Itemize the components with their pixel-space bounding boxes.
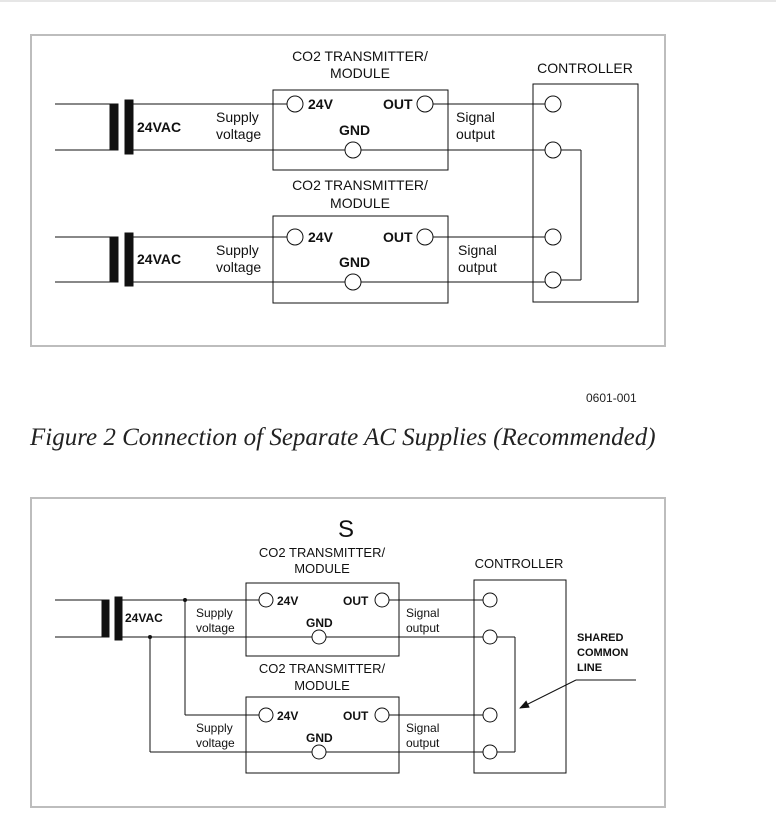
module-box-3 [245,582,400,657]
signal-1-line2: output [456,126,495,142]
controller-2-terminal-4 [482,744,498,760]
transformer-1 [55,99,134,155]
terminal-24v-3-label: 24V [277,594,298,608]
terminal-24v-4-label: 24V [277,709,298,723]
controller-terminal-2 [544,141,562,159]
terminal-out-2 [416,228,434,246]
figure-reference-code: 0601-001 [586,391,637,405]
figure-2-frame [30,497,666,808]
stray-mark: S [338,516,354,543]
figure-caption: Figure 2 Connection of Separate AC Suppl… [30,424,656,451]
terminal-out-4 [374,707,390,723]
supply-3-line1: Supply [196,606,233,620]
figure-1-frame [30,34,666,347]
controller-terminal-1 [544,95,562,113]
signal-3-line1: Signal [406,606,439,620]
figure-1-separate-supplies [30,34,666,347]
terminal-gnd-2 [344,273,362,291]
supply-3-line2: voltage [196,621,235,635]
terminal-out-1 [416,95,434,113]
module-box-4 [245,696,400,774]
terminal-gnd-4 [311,744,327,760]
controller-2-title: CONTROLLER [475,556,564,571]
terminal-out-4-label: OUT [343,709,369,723]
controller-box [532,83,639,303]
shared-common-line3: LINE [577,662,602,674]
module-4-title-line2: MODULE [294,678,350,693]
terminal-out-3-label: OUT [343,594,369,608]
terminal-24v-1 [286,95,304,113]
controller-terminal-4 [544,271,562,289]
signal-3-line2: output [406,621,440,635]
module-box-2 [272,215,449,304]
figure-2-labels: S CO2 TRANSMITTER/ MODULE CONTROLLER 24V… [125,516,628,750]
module-1-title-line2: MODULE [330,65,390,81]
terminal-gnd-4-label: GND [306,731,333,745]
controller-2-terminal-2 [482,629,498,645]
terminal-24v-3 [258,592,274,608]
transformer-shared [55,596,123,641]
terminal-out-2-label: OUT [383,229,413,245]
figure-1-labels: CO2 TRANSMITTER/ MODULE CONTROLLER 24VAC… [137,48,633,275]
module-3-title-line1: CO2 TRANSMITTER/ [259,545,386,560]
top-divider [0,0,776,2]
signal-2-line2: output [458,259,497,275]
terminal-gnd-3-label: GND [306,616,333,630]
transformer-2 [55,232,134,287]
module-2-title-line2: MODULE [330,195,390,211]
terminal-out-3 [374,592,390,608]
supply-2-line1: Supply [216,242,259,258]
supply-2-line2: voltage [216,259,261,275]
transformer-shared-label: 24VAC [125,611,163,625]
terminal-24v-2 [286,228,304,246]
figure-2-shared-common [30,497,666,808]
terminal-24v-4 [258,707,274,723]
terminal-gnd-1-label: GND [339,122,370,138]
terminal-24v-2-label: 24V [308,229,334,245]
controller-2-terminal-3 [482,707,498,723]
transformer-1-label: 24VAC [137,119,181,135]
controller-2-terminal-1 [482,592,498,608]
module-3-title-line2: MODULE [294,561,350,576]
supply-4-line1: Supply [196,721,233,735]
signal-2-line1: Signal [458,242,497,258]
terminal-gnd-2-label: GND [339,254,370,270]
supply-4-line2: voltage [196,736,235,750]
module-4-title-line1: CO2 TRANSMITTER/ [259,661,386,676]
supply-1-line2: voltage [216,126,261,142]
supply-1-line1: Supply [216,109,259,125]
transformer-2-label: 24VAC [137,251,181,267]
terminal-gnd-3 [311,629,327,645]
module-1-title-line1: CO2 TRANSMITTER/ [292,48,428,64]
terminal-gnd-1 [344,141,362,159]
controller-box-2 [473,579,567,774]
terminal-24v-1-label: 24V [308,96,334,112]
controller-title: CONTROLLER [537,60,633,76]
terminal-out-1-label: OUT [383,96,413,112]
module-box-1 [272,89,449,171]
signal-4-line1: Signal [406,721,439,735]
controller-terminal-3 [544,228,562,246]
module-2-title-line1: CO2 TRANSMITTER/ [292,177,428,193]
signal-4-line2: output [406,736,440,750]
signal-1-line1: Signal [456,109,495,125]
shared-common-line1: SHARED [577,632,624,644]
shared-common-line2: COMMON [577,647,628,659]
